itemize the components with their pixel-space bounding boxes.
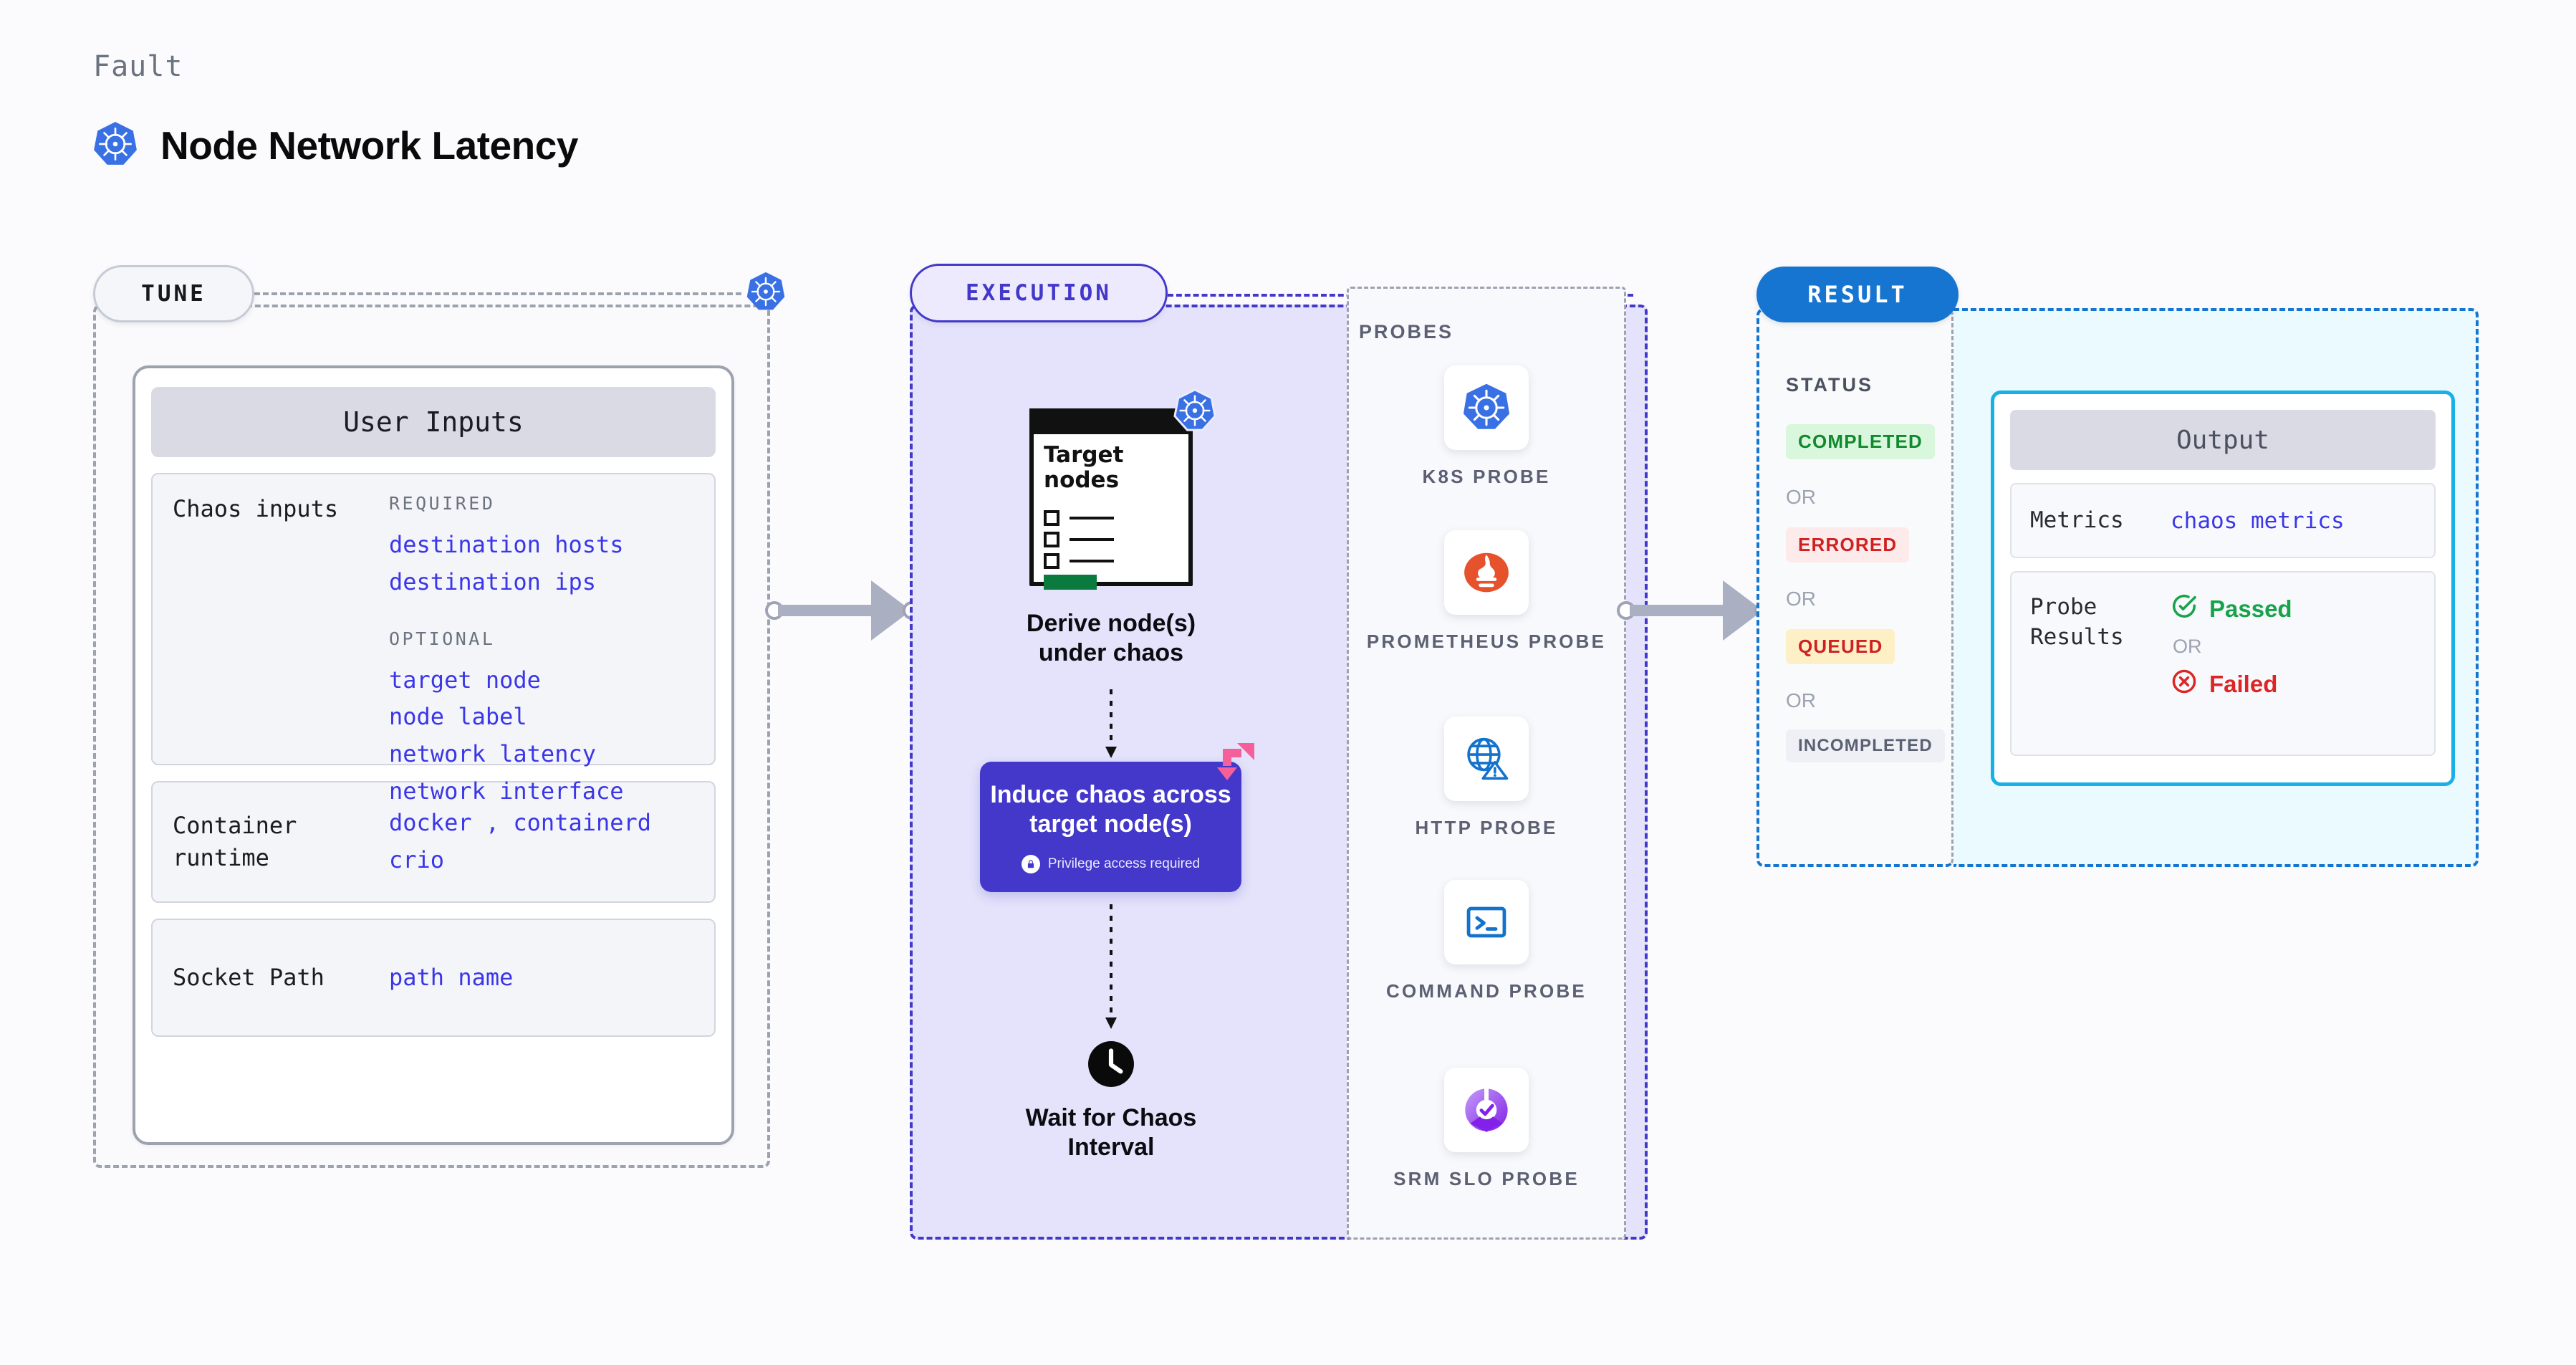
target-nodes-title: Target nodes [1044, 442, 1124, 494]
probe-srm-slo[interactable]: SRM SLO PROBE [1347, 1068, 1626, 1192]
target-nodes-card: Target nodes [1029, 388, 1216, 590]
chaos-inputs-label: Chaos inputs [173, 495, 339, 522]
status-or-2: OR [1786, 588, 1816, 610]
progress-bar [1044, 575, 1097, 590]
lock-icon [1021, 854, 1040, 873]
probe-results-label: Probe Results [2030, 594, 2124, 650]
optional-kicker: OPTIONAL [389, 628, 496, 649]
derive-nodes-label: Derive node(s) under chaos [1026, 610, 1196, 666]
input-target-node[interactable]: target node [389, 666, 541, 694]
probe-command-label: COMMAND PROBE [1386, 980, 1587, 1002]
container-runtime-label: Container runtime [173, 811, 297, 871]
runtime-separator: , [485, 809, 500, 837]
induce-chaos-title: Induce chaos across target node(s) [990, 781, 1231, 838]
runtime-values-line1[interactable]: docker , containerd [389, 805, 714, 842]
input-destination-ips[interactable]: destination ips [389, 567, 596, 595]
flow-arrow-2 [1105, 904, 1117, 1029]
runtime-docker[interactable]: docker [389, 809, 472, 837]
kubernetes-icon [1173, 388, 1217, 436]
probe-srm-slo-label: SRM SLO PROBE [1393, 1168, 1580, 1189]
wait-for-chaos-label: Wait for Chaos Interval [1025, 1104, 1197, 1161]
user-inputs-title: User Inputs [151, 387, 716, 457]
chaos-inputs-box: Chaos inputs REQUIRED destination hosts … [151, 473, 716, 805]
probes-label: PROBES [1359, 321, 1454, 343]
required-kicker: REQUIRED [389, 493, 496, 514]
output-card: Output Metrics chaos metrics Probe Resul… [1991, 391, 2455, 786]
execution-stage-pill[interactable]: EXECUTION [910, 264, 1168, 322]
litmus-chaos-icon [1213, 739, 1259, 787]
kubernetes-icon [745, 271, 787, 315]
probe-k8s[interactable]: K8S PROBE [1347, 365, 1626, 490]
list-item [1044, 532, 1114, 547]
user-inputs-card: User Inputs Chaos inputs REQUIRED destin… [133, 365, 734, 1145]
passed-text: Passed [2209, 595, 2292, 622]
checkbox-icon [1044, 553, 1059, 569]
srm-slo-icon [1444, 1068, 1529, 1152]
terminal-icon [1444, 880, 1529, 964]
induce-chaos-node[interactable]: Induce chaos across target node(s) Privi… [980, 743, 1254, 892]
probe-http-label: HTTP PROBE [1415, 817, 1558, 838]
status-badge-completed: COMPLETED [1786, 424, 1936, 459]
input-destination-hosts[interactable]: destination hosts [389, 531, 624, 558]
output-title: Output [2010, 410, 2436, 470]
status-or-1: OR [1786, 486, 1816, 508]
globe-warning-icon [1444, 717, 1529, 801]
page-title: Node Network Latency [160, 123, 578, 168]
list-item [1044, 510, 1114, 526]
status-badge-errored: ERRORED [1786, 527, 1910, 562]
probe-command[interactable]: COMMAND PROBE [1347, 880, 1626, 1005]
container-runtime-box: Container runtime docker , containerd cr… [151, 781, 716, 903]
kubernetes-icon [92, 120, 139, 171]
status-badge-queued: QUEUED [1786, 629, 1895, 664]
status-label: STATUS [1786, 374, 1873, 396]
probe-result-or: OR [2173, 636, 2202, 657]
checkbox-icon [1044, 510, 1059, 526]
privilege-note-text: Privilege access required [1047, 856, 1201, 871]
probe-prometheus[interactable]: PROMETHEUS PROBE [1347, 530, 1626, 655]
target-nodes-list [1044, 510, 1114, 575]
check-circle-icon [2171, 593, 2198, 626]
metrics-value[interactable]: chaos metrics [2171, 507, 2345, 534]
x-circle-icon [2171, 668, 2198, 701]
connector-execution-to-result [1617, 580, 1774, 641]
list-item [1044, 553, 1114, 569]
kubernetes-icon [1444, 365, 1529, 450]
prometheus-icon [1444, 530, 1529, 615]
probe-http[interactable]: HTTP PROBE [1347, 717, 1626, 841]
probe-result-failed: Failed [2171, 668, 2434, 701]
probe-results-row: Probe Results Passed OR [2010, 571, 2436, 756]
probe-result-passed: Passed [2171, 593, 2434, 626]
socket-path-label: Socket Path [173, 963, 325, 991]
page-eyebrow: Fault [93, 50, 183, 83]
input-network-interface[interactable]: network interface [389, 777, 624, 805]
probe-prometheus-label: PROMETHEUS PROBE [1366, 631, 1607, 652]
status-badge-incompleted: INCOMPLETED [1786, 729, 1945, 762]
page-title-row: Node Network Latency [92, 120, 578, 171]
checkbox-icon [1044, 532, 1059, 547]
input-node-label[interactable]: node label [389, 703, 527, 731]
result-stage-pill[interactable]: RESULT [1756, 267, 1959, 322]
metrics-label: Metrics [2030, 507, 2124, 533]
metrics-row: Metrics chaos metrics [2010, 483, 2436, 558]
privilege-note: Privilege access required [1021, 854, 1201, 873]
status-or-3: OR [1786, 689, 1816, 712]
result-stage [1756, 308, 1953, 867]
runtime-containerd[interactable]: containerd [513, 809, 652, 837]
failed-text: Failed [2209, 671, 2278, 697]
input-network-latency[interactable]: network latency [389, 740, 596, 768]
flow-arrow-1 [1105, 689, 1117, 758]
clock-icon [1087, 1040, 1135, 1088]
socket-path-box: Socket Path path name [151, 919, 716, 1037]
runtime-crio[interactable]: crio [389, 846, 445, 873]
probe-k8s-label: K8S PROBE [1422, 466, 1551, 487]
tune-header-dash [254, 292, 741, 295]
socket-path-value[interactable]: path name [389, 963, 514, 991]
tune-stage-pill[interactable]: TUNE [93, 265, 254, 322]
connector-tune-to-execution [765, 580, 923, 641]
